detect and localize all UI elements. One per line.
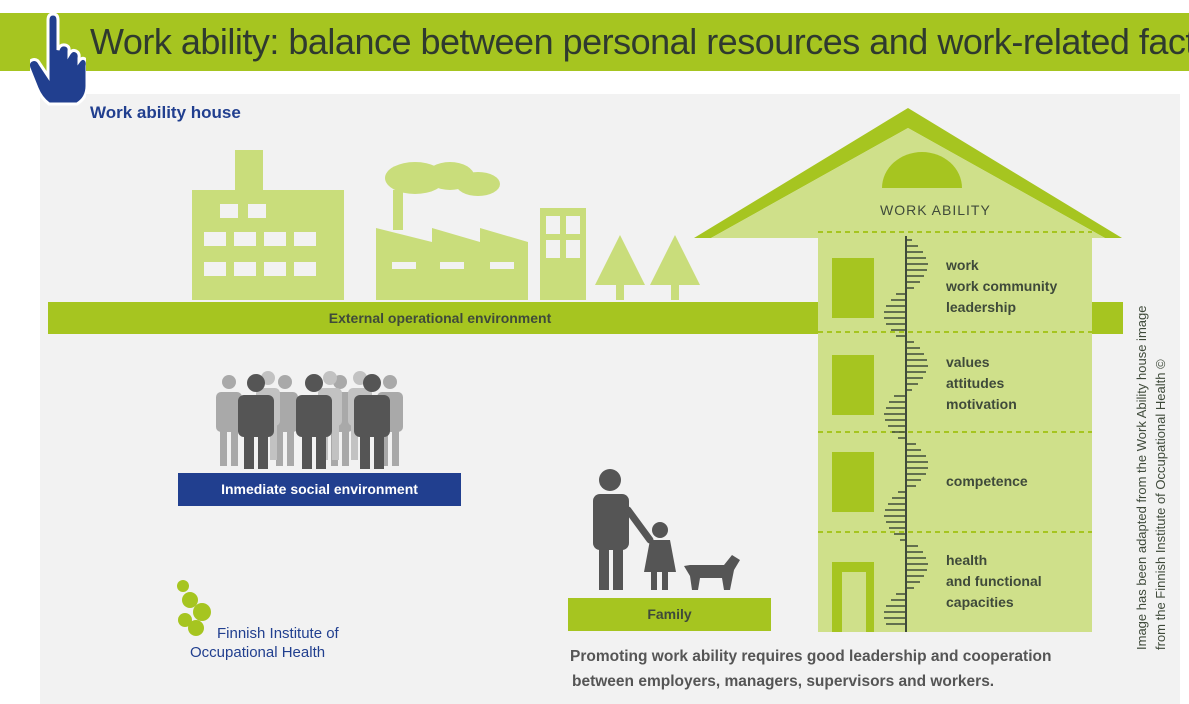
pointing-hand-icon xyxy=(30,12,86,106)
title-bar xyxy=(0,13,1189,71)
family-icon xyxy=(593,469,676,590)
image-credit-line-1: Image has been adapted from the Work Abi… xyxy=(1134,305,1149,650)
image-credit: Image has been adapted from the Work Abi… xyxy=(1132,306,1170,650)
floor-1-line-3: leadership xyxy=(946,299,1017,315)
house-subtitle: Work ability house xyxy=(90,103,241,122)
image-credit-line-2: from the Finnish Institute of Occupation… xyxy=(1153,359,1168,650)
floor-2-line-2: attitudes xyxy=(946,375,1005,391)
social-environment-label: Inmediate social environment xyxy=(221,481,418,497)
people-group-icon xyxy=(216,371,403,469)
tree-icon xyxy=(595,235,700,300)
floor-1-line-2: work community xyxy=(946,278,1058,294)
office-building-icon xyxy=(192,150,344,300)
floor-1-line-1: work xyxy=(946,257,979,273)
factory-icon xyxy=(376,162,528,300)
work-ability-label: WORK ABILITY xyxy=(880,202,991,218)
footer-text-line-1: Promoting work ability requires good lea… xyxy=(570,648,1052,665)
floor-3-label: competence xyxy=(946,471,1028,492)
dog-icon xyxy=(684,555,740,590)
organization-name-line-2: Occupational Health xyxy=(190,644,326,661)
floor-3-line-1: competence xyxy=(946,473,1028,489)
floor-4-line-2: and functional xyxy=(946,573,1042,589)
floor-2-line-3: motivation xyxy=(946,396,1017,412)
page-title: Work ability: balance between personal r… xyxy=(90,21,1189,62)
floor-1-label: work work community leadership xyxy=(946,255,1057,318)
floor-4-line-1: health xyxy=(946,552,988,568)
external-environment-label: External operational environment xyxy=(328,310,552,326)
floor-4-line-3: capacities xyxy=(946,594,1014,610)
fioh-logo-icon xyxy=(177,580,211,636)
floor-4-label: health and functional capacities xyxy=(946,550,1042,613)
floor-2-line-1: values xyxy=(946,354,990,370)
family-box xyxy=(568,598,771,631)
family-label: Family xyxy=(647,606,692,622)
organization-name-line-1: Finnish Institute of xyxy=(217,625,339,642)
work-ability-house xyxy=(694,108,1122,632)
social-environment-box xyxy=(178,473,461,506)
footer-text-line-2: between employers, managers, supervisors… xyxy=(572,673,995,690)
floor-2-label: values attitudes motivation xyxy=(946,352,1017,415)
tower-icon xyxy=(540,208,586,300)
